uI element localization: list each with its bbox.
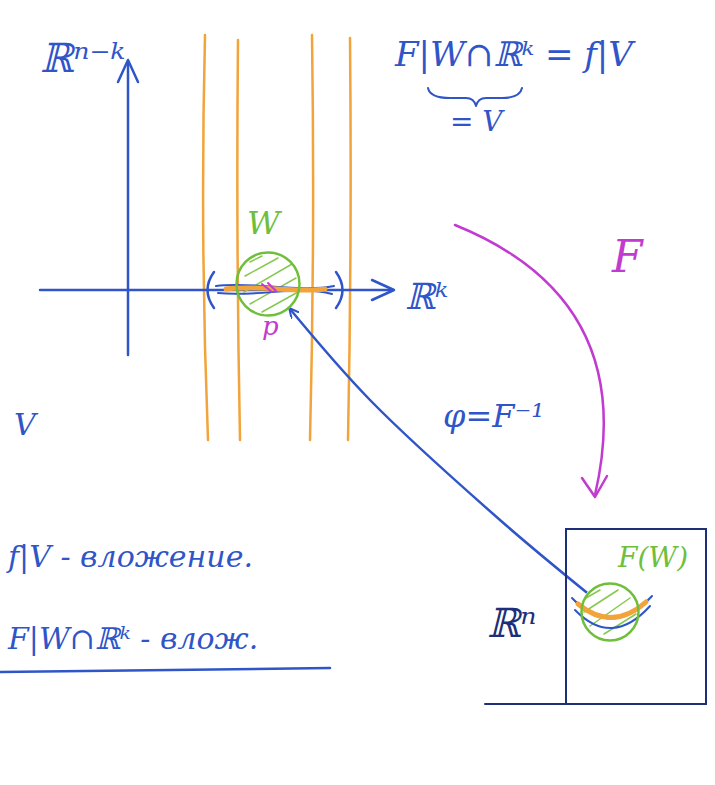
statement: F|W∩ℝᵏ - влож. xyxy=(8,622,258,657)
point-label: p xyxy=(262,312,279,342)
image-circle: F(W) xyxy=(580,582,640,642)
circle-outline xyxy=(580,582,640,642)
mapping-arrow xyxy=(290,309,587,593)
node-text: ℝⁿ xyxy=(487,600,536,646)
strip-line xyxy=(203,35,208,440)
map-arrowhead xyxy=(582,476,607,497)
point-mark xyxy=(262,283,276,292)
horizontal-axis xyxy=(40,289,390,292)
formula-note: = V xyxy=(450,106,503,138)
box-edge xyxy=(485,703,566,705)
interval-bracket xyxy=(336,272,343,308)
set-label: V xyxy=(14,408,36,443)
axis-label: ℝᵏ xyxy=(405,276,448,317)
underbrace xyxy=(428,88,522,106)
circle-outline xyxy=(237,253,300,316)
space-box: F(W)ℝⁿ xyxy=(565,528,707,705)
node-text: F(W) xyxy=(618,542,688,574)
vertical-axis xyxy=(127,62,130,355)
strip-line xyxy=(237,40,240,440)
interval-bracket xyxy=(208,272,215,308)
node-text: W xyxy=(247,205,280,242)
circle-outline xyxy=(582,584,639,641)
map-arrow xyxy=(455,225,604,495)
underline xyxy=(0,668,330,672)
circle-outline xyxy=(235,251,301,317)
image-scribble xyxy=(578,602,646,618)
hatching xyxy=(244,256,298,312)
axis-label: ℝⁿ⁻ᵏ xyxy=(40,35,125,81)
map-label: F xyxy=(612,232,643,283)
statement: f|V - вложение. xyxy=(8,540,253,575)
strip-line xyxy=(310,35,313,440)
formula: F|W∩ℝᵏ = f|V xyxy=(395,35,633,74)
open-set-circle: W xyxy=(235,251,301,317)
edge-label: φ=F⁻¹ xyxy=(440,398,547,435)
axis-arrowhead xyxy=(372,280,394,300)
